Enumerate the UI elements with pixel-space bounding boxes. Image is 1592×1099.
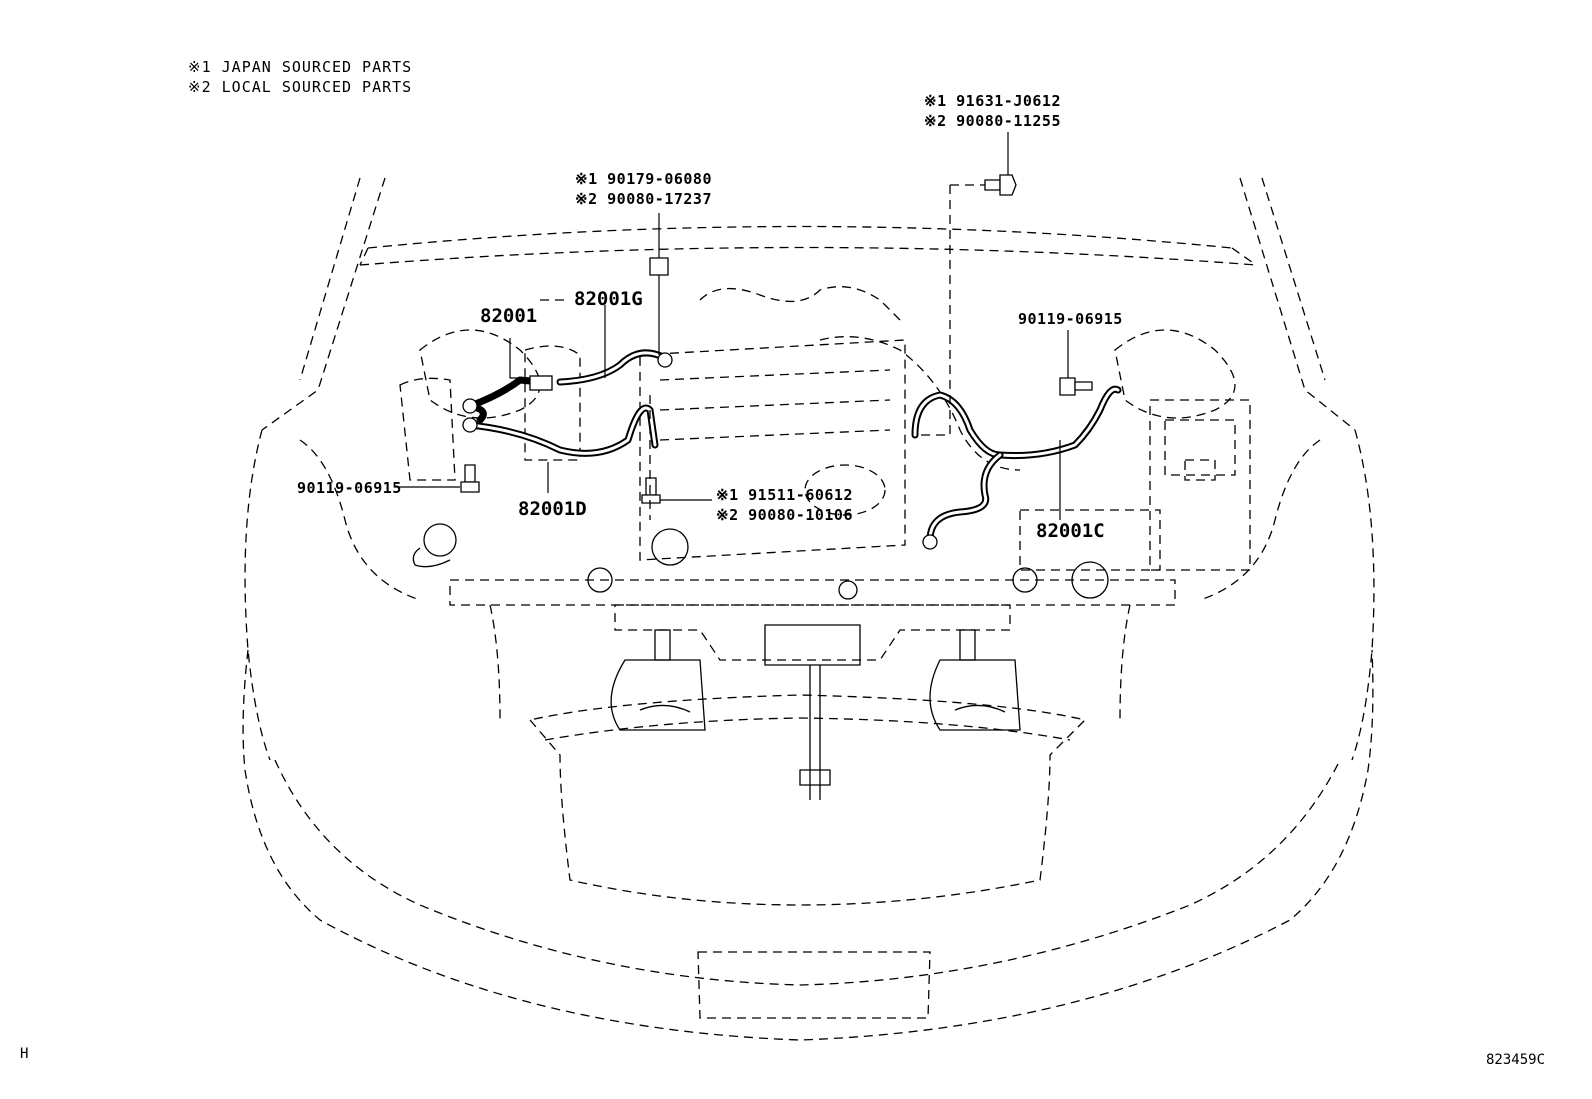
label-82001: 82001 [480,305,537,327]
wire-82001c [911,385,1122,550]
footer-left-code: H [20,1046,28,1062]
wire-82001g [529,349,673,391]
callout-right-bolt: 90119-06915 [1018,310,1123,328]
engine-compartment [399,286,1251,800]
callout-center-nut-local: ※2 90080-17237 [575,190,712,208]
bolt-mid-icon [641,477,661,504]
legend-local-sourced: ※2 LOCAL SOURCED PARTS [188,78,412,96]
nut-center-icon [649,257,669,276]
callout-mid-bolt-local: ※2 90080-10106 [716,506,853,524]
callout-top-bolt-jp: ※1 91631-J0612 [924,92,1061,110]
callout-mid-bolt-jp: ※1 91511-60612 [716,486,853,504]
callout-top-bolt-local: ※2 90080-11255 [924,112,1061,130]
legend-japan-sourced: ※1 JAPAN SOURCED PARTS [188,58,412,76]
callout-left-bolt: 90119-06915 [297,479,402,497]
label-82001g: 82001G [574,288,643,310]
leader-lines [395,132,1069,520]
wire-82001 [462,376,659,457]
bolt-right-icon [1059,377,1093,396]
callout-center-nut-jp: ※1 90179-06080 [575,170,712,188]
bolt-left-icon [460,464,480,493]
diagram-id: 823459C [1486,1052,1545,1068]
label-82001c: 82001C [1036,520,1105,542]
bolt-top-icon [984,174,1017,196]
vehicle-body-outline [242,177,1375,1041]
label-82001d: 82001D [518,498,587,520]
